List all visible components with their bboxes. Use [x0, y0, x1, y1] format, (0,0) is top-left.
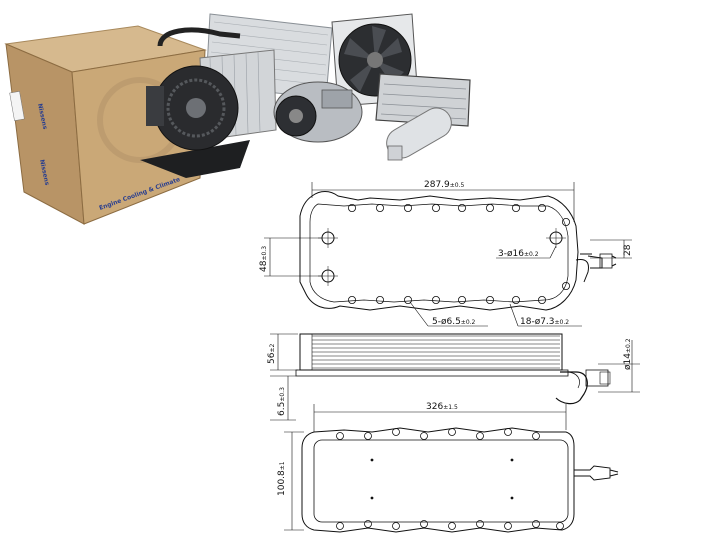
product-photo-collage: Nissens Nissens Engine Cooling & Climate [4, 13, 471, 225]
top-view-outline [299, 191, 617, 311]
label-bottom-length: 326±1.5 [426, 402, 458, 412]
label-right-offset: 28 [623, 244, 633, 256]
label-top-length: 287.9±0.5 [424, 180, 465, 190]
bottom-view [301, 427, 619, 533]
barcode-label [9, 91, 25, 121]
side-view [295, 333, 611, 405]
ac-compressor [273, 81, 363, 143]
label-pipe-dia: ø14±0.2 [623, 338, 633, 370]
side-view-dimensions [270, 333, 640, 421]
bottom-view-dimensions [284, 404, 567, 531]
label-bottom-width: 100.8±1 [277, 461, 287, 496]
dimension-labels: 287.9±0.5 48±0.3 28 3-ø16±0.2 5-ø6.5±0.2… [259, 180, 633, 496]
edge-holes-top [347, 203, 571, 304]
label-plate-thickness: 6.5±0.3 [277, 387, 287, 416]
label-holes-large: 3-ø16±0.2 [498, 249, 539, 259]
cardboard-box: Nissens Nissens Engine Cooling & Climate [4, 25, 207, 225]
top-view-dimensions [264, 182, 632, 327]
edge-holes-bottom [336, 428, 564, 530]
label-height-left: 48±0.3 [259, 246, 269, 272]
label-holes-small: 5-ø6.5±0.2 [432, 317, 476, 327]
label-holes-edge: 18-ø7.3±0.2 [520, 317, 569, 327]
receiver-drier [386, 107, 452, 161]
technical-drawing [264, 182, 640, 533]
label-side-height: 56±2 [267, 344, 277, 364]
blower-motor [140, 65, 250, 178]
